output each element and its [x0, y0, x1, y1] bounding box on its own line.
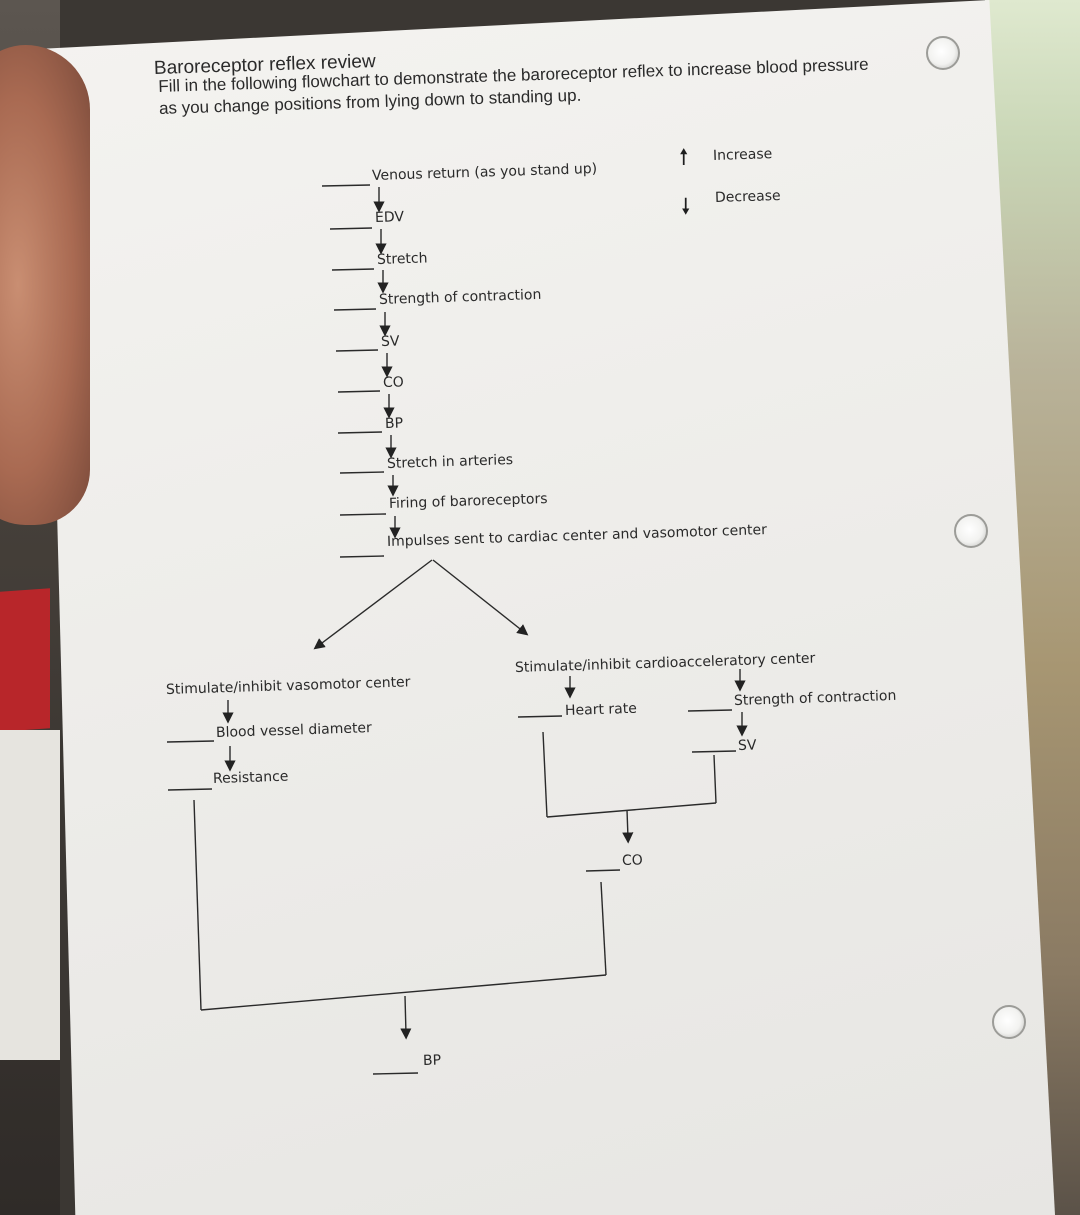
- punch-hole-middle: [954, 514, 988, 548]
- punch-hole-bottom: [992, 1005, 1026, 1039]
- punch-hole-top: [926, 36, 960, 70]
- blank-stretch-arteries: [339, 471, 385, 474]
- blank-co: [337, 390, 381, 393]
- blank-impulses: [339, 555, 385, 558]
- blank-sv: [335, 349, 379, 352]
- blank-venous-return: [321, 184, 371, 187]
- down-arrow-icon: 🠗: [681, 194, 691, 219]
- up-arrow-icon: 🠕: [679, 144, 689, 169]
- holding-hand: [0, 45, 90, 525]
- blank-edv: [329, 227, 373, 230]
- worksheet-paper: [45, 0, 1055, 1215]
- blank-strength: [333, 308, 377, 311]
- blank-firing: [339, 513, 387, 516]
- background-card: [0, 730, 60, 1060]
- blank-stretch: [331, 268, 375, 271]
- blank-bp: [337, 431, 383, 434]
